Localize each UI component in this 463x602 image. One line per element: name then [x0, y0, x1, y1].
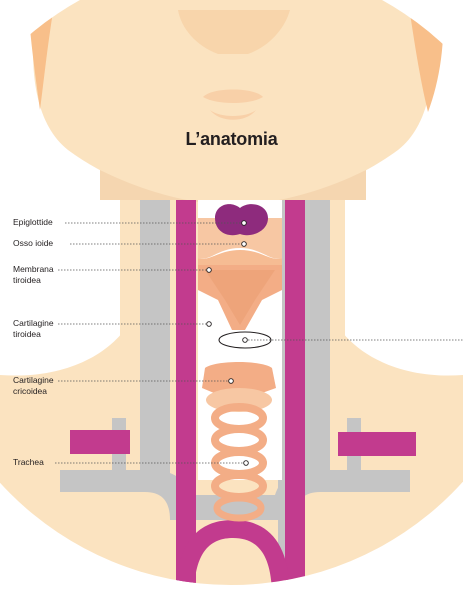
label-cartilagine-cricoidea: Cartilagine cricoidea: [13, 375, 54, 397]
diagram-title: L’anatomia: [0, 129, 463, 150]
label-cartilagine-tiroidea-line2: tiroidea: [13, 329, 54, 340]
epiglottis: [215, 204, 268, 235]
label-epiglottide: Epiglottide: [13, 217, 53, 228]
label-membrana-line1: Membrana: [13, 264, 54, 275]
label-osso-ioide: Osso ioide: [13, 238, 53, 249]
label-membrana-line2: tiroidea: [13, 275, 54, 286]
label-cartilagine-tiroidea-line1: Cartilagine: [13, 318, 54, 329]
label-trachea: Trachea: [13, 457, 44, 468]
label-cartilagine-tiroidea: Cartilagine tiroidea: [13, 318, 54, 340]
label-cartilagine-cricoidea-line2: cricoidea: [13, 386, 54, 397]
label-cartilagine-cricoidea-line1: Cartilagine: [13, 375, 54, 386]
label-membrana-tiroidea: Membrana tiroidea: [13, 264, 54, 286]
